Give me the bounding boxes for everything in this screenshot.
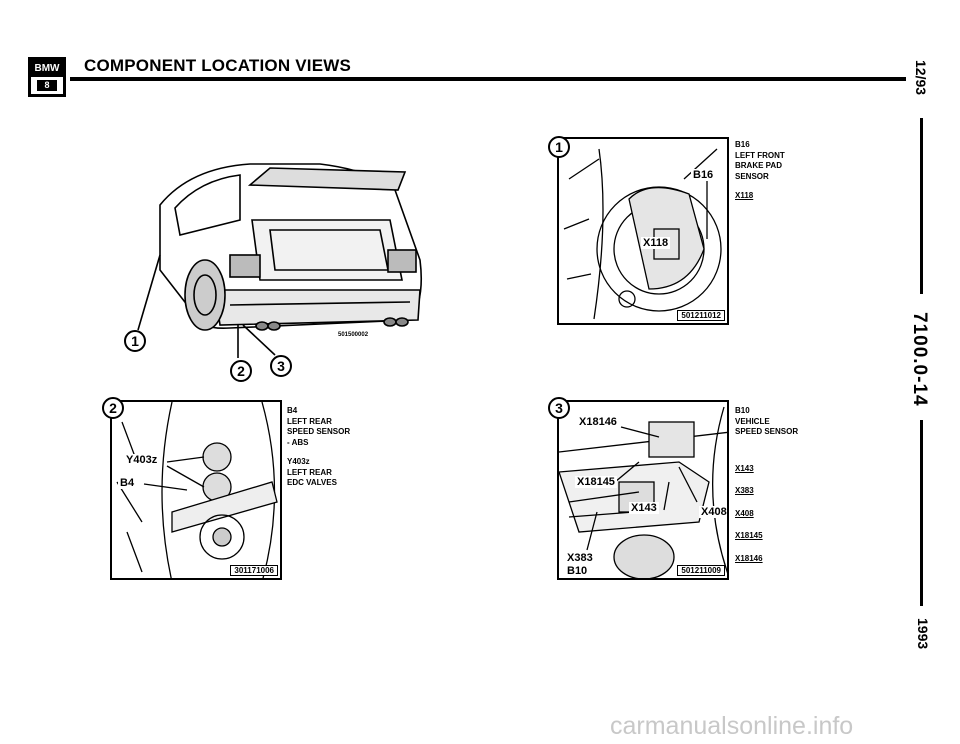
sidebar-section-number: 7100.0-14 — [909, 312, 930, 407]
fig2-note-desc-1: LEFT REAR — [287, 416, 332, 426]
fig3-label-b10: B10 — [565, 565, 590, 577]
sidebar-date: 12/93 — [913, 60, 929, 96]
logo-series: 8 — [37, 80, 57, 91]
overview-image-id: 501500002 — [335, 332, 372, 338]
fig2-notes: B4 LEFT REAR SPEED SENSOR - ABS Y403z LE… — [287, 406, 350, 489]
fig1-notes: B16 LEFT FRONT BRAKE PAD SENSOR X118 — [735, 140, 785, 202]
fig3-callout: 3 — [548, 397, 570, 419]
fig3-note-connector-5: X18146 — [735, 553, 763, 563]
fig3-label-x143: X143 — [629, 502, 659, 514]
fig1-image-id: 501211012 — [677, 310, 725, 321]
overview-callout-2: 2 — [230, 360, 252, 382]
fig1-note-code: B16 — [735, 140, 750, 149]
overview-callout-1: 1 — [124, 330, 146, 352]
fig2-label-y403z: Y403z — [124, 454, 160, 466]
fig1-note-desc-3: SENSOR — [735, 171, 769, 181]
fig1-note-desc-2: BRAKE PAD — [735, 161, 782, 170]
fig2-label-b4: B4 — [118, 477, 137, 489]
fig3-note-connector-4: X18145 — [735, 531, 763, 540]
fig1-label-b16: B16 — [691, 169, 716, 181]
fig1-note-desc-1: LEFT FRONT — [735, 150, 785, 160]
sidebar-line-lower — [920, 420, 923, 606]
fig3-note-connector-2: X383 — [735, 486, 754, 495]
watermark: carmanualsonline.info — [610, 712, 854, 740]
figure-2-drawing — [116, 402, 278, 578]
fig2-note-code: B4 — [287, 406, 298, 415]
figure-1-drawing — [563, 148, 722, 320]
fig3-note-desc-1: VEHICLE — [735, 416, 770, 426]
figure-3-drawing — [559, 406, 727, 578]
fig3-note-connector-3: X408 — [735, 508, 754, 518]
fig3-note-connector-1: X143 — [735, 463, 754, 473]
fig2-note-code-2: Y403z — [287, 457, 310, 466]
fig3-notes: B10 VEHICLE SPEED SENSOR X143 X383 X408 … — [735, 406, 798, 564]
fig3-label-x18145: X18145 — [575, 476, 617, 488]
overview-callout-3: 3 — [270, 355, 292, 377]
fig3-label-x383: X383 — [565, 552, 595, 564]
sidebar-year: 1993 — [915, 618, 931, 650]
fig3-label-x408: X408 — [699, 506, 727, 518]
logo-brand: BMW — [31, 60, 63, 77]
fig2-note-desc2-1: LEFT REAR — [287, 467, 332, 477]
sidebar-line-upper — [920, 118, 923, 294]
car-drawing — [137, 163, 423, 358]
fig3-note-desc-2: SPEED SENSOR — [735, 427, 799, 436]
figure-1-brake-pad-sensor: B16 X118 501211012 — [557, 137, 729, 325]
bmw-logo: BMW 8 — [28, 57, 66, 97]
header-rule — [70, 77, 906, 81]
fig1-callout: 1 — [548, 136, 570, 158]
page-title: COMPONENT LOCATION VIEWS — [84, 56, 352, 75]
fig3-image-id: 501211009 — [677, 565, 725, 576]
fig1-label-x118: X118 — [641, 237, 671, 249]
fig2-note-desc2-2: EDC VALVES — [287, 478, 337, 487]
fig3-note-code: B10 — [735, 406, 750, 415]
fig3-label-x18146: X18146 — [577, 416, 619, 428]
figure-3-vehicle-speed-sensor: X18146 X18145 X143 X408 X383 B10 5012110… — [557, 400, 729, 580]
fig2-note-desc-2: SPEED SENSOR — [287, 427, 351, 436]
fig2-callout: 2 — [102, 397, 124, 419]
fig1-note-connector: X118 — [735, 191, 754, 200]
figure-2-rear-speed-sensor: Y403z B4 301171006 — [110, 400, 282, 580]
fig2-image-id: 301171006 — [230, 565, 278, 576]
fig2-note-desc-3: - ABS — [287, 437, 309, 447]
car-overview-illustration: 501500002 1 2 3 — [120, 150, 440, 385]
